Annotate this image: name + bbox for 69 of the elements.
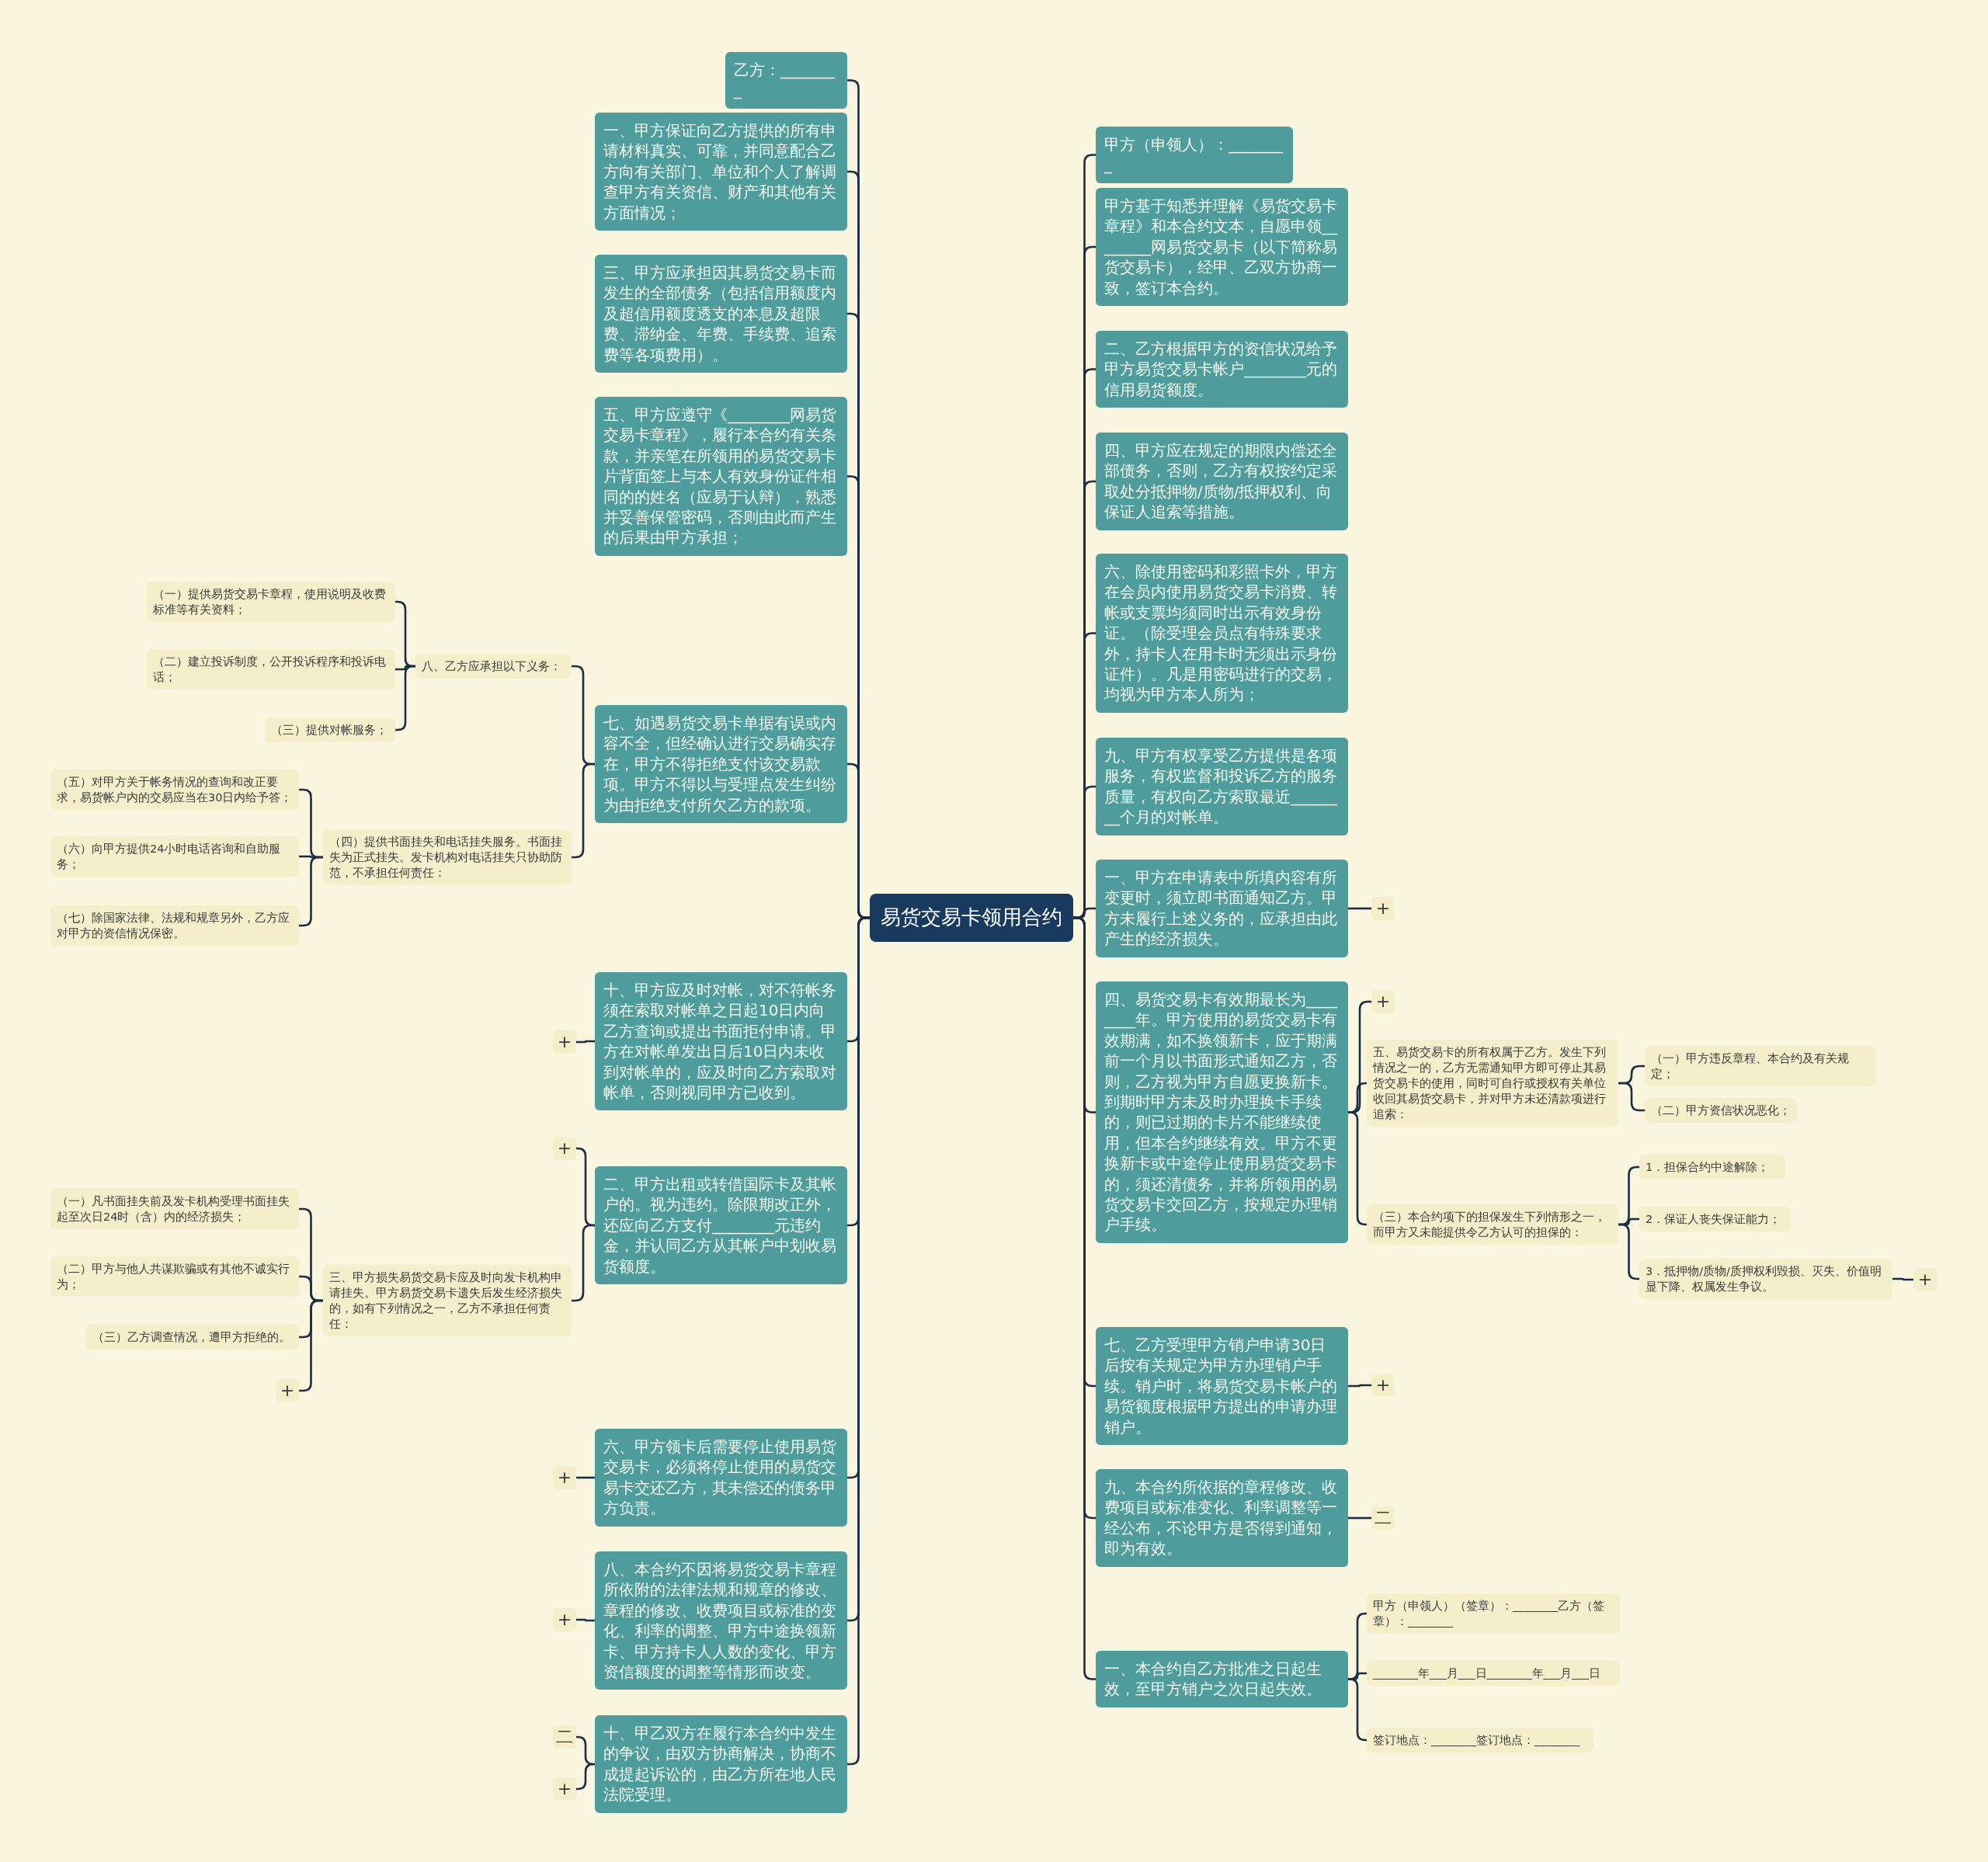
- topic-box: 甲方基于知悉并理解《易货交易卡章程》和本合约文本，自愿申领________网易货交易卡（以下简称易货交易卡），经甲、乙双方协商一致，签订本合约。: [1096, 188, 1348, 306]
- subtopic-box: （六）向甲方提供24小时电话咨询和自助服务；: [50, 836, 299, 877]
- topic-box: 九、本合约所依据的章程修改、收费项目或标准变化、利率调整等一经公布，不论甲方是否得到通知，即为有效。: [1096, 1469, 1348, 1567]
- topic-box: 一、本合约自乙方批准之日起生效，至甲方销户之次日起失效。: [1096, 1651, 1348, 1707]
- expand-toggle: 二: [1371, 1506, 1395, 1530]
- connector: [576, 1618, 595, 1622]
- connector: [576, 1476, 595, 1479]
- subtopic-box: 2．保证人丧失保证能力；: [1639, 1207, 1790, 1231]
- subtopic-box: （二）建立投诉制度，公开投诉程序和投诉电话；: [147, 649, 395, 690]
- connector: [576, 1763, 595, 1791]
- subtopic-box: （一）提供易货交易卡章程，使用说明及收费标准等有关资料；: [147, 582, 395, 622]
- subtopic-box: 八、乙方应承担以下义务：: [415, 654, 572, 679]
- subtopic-box: （三）乙方调查情况，遭甲方拒绝的。: [86, 1325, 299, 1350]
- subtopic-box: （四）提供书面挂失和电话挂失服务。书面挂失为正式挂失。发卡机构对电话挂失只协助防范，不承担任何责任：: [323, 829, 572, 885]
- topic-box: 十、甲乙双方在履行本合约中发生的争议，由双方协商解决，协商不成提起诉讼的，由乙方所在地人民法院受理。: [595, 1715, 847, 1813]
- expand-toggle: +: [553, 1466, 576, 1489]
- topic-box: 十、甲方应及时对帐，对不符帐务须在索取对帐单之日起10日内向乙方查询或提出书面拒付申请。甲方在对帐单发出日后10日内未收到对帐单的，应及时向乙方索取对帐单，否则视同甲方已收到。: [595, 972, 847, 1111]
- subtopic-box: 1．担保合约中途解除；: [1639, 1155, 1785, 1179]
- central-topic: 易货交易卡领用合约: [870, 894, 1073, 942]
- subtopic-box: 签订地点：________签订地点：________: [1367, 1728, 1594, 1753]
- topic-box: 甲方（申领人）：________: [1096, 127, 1293, 183]
- topic-box: 一、甲方在申请表中所填内容有所变更时，须立即书面通知乙方。甲方未履行上述义务的，应承担由此产生的经济损失。: [1096, 860, 1348, 957]
- expand-toggle: +: [1371, 897, 1395, 920]
- expand-toggle: +: [1371, 1374, 1395, 1397]
- subtopic-box: ________年___月___日________年___月___日: [1367, 1661, 1620, 1686]
- subtopic-box: 五、易货交易卡的所有权属于乙方。发生下列情况之一的，乙方无需通知甲方即可停止其易货交易卡的使用，同时可自行或授权有关单位收回其易货交易卡，并对甲方未还清款项进行追索：: [1367, 1040, 1618, 1127]
- subtopic-box: （二）甲方资信状况恶化；: [1645, 1098, 1797, 1123]
- connector: [576, 1040, 595, 1044]
- expand-toggle: +: [276, 1379, 299, 1402]
- connector: [1348, 1516, 1371, 1520]
- expand-toggle: +: [1371, 990, 1395, 1013]
- topic-box: 四、甲方应在规定的期限内偿还全部债务，否则，乙方有权按约定采取处分抵押物/质物/抵押权利、向保证人追索等措施。: [1096, 432, 1348, 530]
- topic-box: 七、乙方受理甲方销户申请30日后按有关规定为甲方办理销户手续。销户时，将易货交易卡帐户的易货额度根据甲方提出的申请办理销户。: [1096, 1327, 1348, 1445]
- topic-box: 二、甲方出租或转借国际卡及其帐户的。视为违约。除限期改正外，还应向乙方支付________元违约金，并认同乙方从其帐户中划收易货额度。: [595, 1166, 847, 1284]
- connector: [1892, 1277, 1913, 1281]
- subtopic-box: （一）凡书面挂失前及发卡机构受理书面挂失起至次日24时（含）内的经济损失；: [50, 1189, 299, 1229]
- subtopic-box: （五）对甲方关于帐务情况的查询和改正要求，易货帐户内的交易应当在30日内给予答；: [50, 769, 299, 810]
- topic-box: 乙方：________: [725, 52, 847, 109]
- topic-box: 六、除使用密码和彩照卡外，甲方在会员内使用易货交易卡消费、转帐或支票均须同时出示有效身份证。（除受理会员点有特殊要求外，持卡人在用卡时无须出示身份证件）。凡是用密码进行的交易，均视为甲方本人所为；: [1096, 554, 1348, 713]
- expand-toggle: 二: [553, 1725, 576, 1749]
- connector: [576, 1147, 595, 1227]
- expand-toggle: +: [1913, 1268, 1937, 1291]
- expand-toggle: +: [553, 1137, 576, 1160]
- subtopic-box: （一）甲方违反章程、本合约及有关规定；: [1645, 1046, 1876, 1086]
- subtopic-box: （七）除国家法律、法规和规章另外，乙方应对甲方的资信情况保密。: [50, 905, 299, 946]
- topic-box: 四、易货交易卡有效期最长为________年。甲方使用的易货交易卡有效期满，如不换领新卡，应于期满前一个月以书面形式通知乙方，否则，乙方视为甲方自愿更换新卡。到期时甲方未及时办理换卡手续的，则已过期的卡片不能继续使用，但本合约继续有效。甲方不更换新卡或中途停止使用易货交易卡的，须还清债务，并将所领用的易货交易卡交回乙方，按规定办理销户手续。: [1096, 981, 1348, 1243]
- subtopic-box: （三）提供对帐服务；: [265, 717, 395, 742]
- subtopic-box: （二）甲方与他人共谋欺骗或有其他不诚实行为；: [50, 1256, 299, 1297]
- topic-box: 七、如遇易货交易卡单据有误或内容不全，但经确认进行交易确实存在，甲方不得拒绝支付该交易款项。甲方不得以与受理点发生纠纷为由拒绝支付所欠乙方的款项。: [595, 705, 847, 823]
- topic-box: 一、甲方保证向乙方提供的所有申请材料真实、可靠，并同意配合乙方向有关部门、单位和个人了解调查甲方有关资信、财产和其他有关方面情况；: [595, 113, 847, 231]
- connector: [1348, 1384, 1371, 1388]
- subtopic-box: 3．抵押物/质物/质押权利毁损、灭失、价值明显下降、权属发生争议。: [1639, 1259, 1892, 1299]
- expand-toggle: +: [553, 1608, 576, 1631]
- topic-box: 九、甲方有权享受乙方提供是各项服务，有权监督和投诉乙方的服务质量，有权向乙方索取最近________个月的对帐单。: [1096, 738, 1348, 835]
- expand-toggle: +: [553, 1777, 576, 1801]
- topic-box: 二、乙方根据甲方的资信状况给予甲方易货交易卡帐户________元的信用易货额度。: [1096, 331, 1348, 408]
- connector: [1348, 1111, 1367, 1226]
- topic-box: 五、甲方应遵守《________网易货交易卡章程》，履行本合约有关条款，并亲笔在所领用的易货交易卡片背面签上与本人有效身份证件相同的的姓名（应易于认辩），熟悉并妥善保管密码，否则由此而产生的后果由甲方承担；: [595, 397, 847, 556]
- topic-box: 六、甲方领卡后需要停止使用易货交易卡，必须将停止使用的易货交易卡交还乙方，其未偿还的债务甲方负责。: [595, 1429, 847, 1527]
- topic-box: 三、甲方应承担因其易货交易卡而发生的全部债务（包括信用额度内及超信用额度透支的本息及超限费、滞纳金、年费、手续费、追索费等各项费用）。: [595, 255, 847, 373]
- connector: [1348, 1678, 1367, 1742]
- connector: [576, 1735, 595, 1766]
- expand-toggle: +: [553, 1030, 576, 1054]
- connector: [1618, 1082, 1645, 1112]
- subtopic-box: 三、甲方损失易货交易卡应及时向发卡机构申请挂失。甲方易货交易卡遗失后发生经济损失的，如有下列情况之一，乙方不承担任何责任：: [323, 1265, 572, 1336]
- subtopic-box: （三）本合约项下的担保发生下列情形之一，而甲方又未能提供令乙方认可的担保的：: [1367, 1204, 1618, 1245]
- connector: [1348, 907, 1371, 910]
- topic-box: 八、本合约不因将易货交易卡章程所依附的法律法规和规章的修改、章程的修改、收费项目或标准的变化、利率的调整、甲方中途换领新卡、甲方持卡人人数的变化、甲方资信额度的调整等情形而改变。: [595, 1551, 847, 1690]
- subtopic-box: 甲方（申领人）（签章）：________乙方（签章）：________: [1367, 1593, 1620, 1634]
